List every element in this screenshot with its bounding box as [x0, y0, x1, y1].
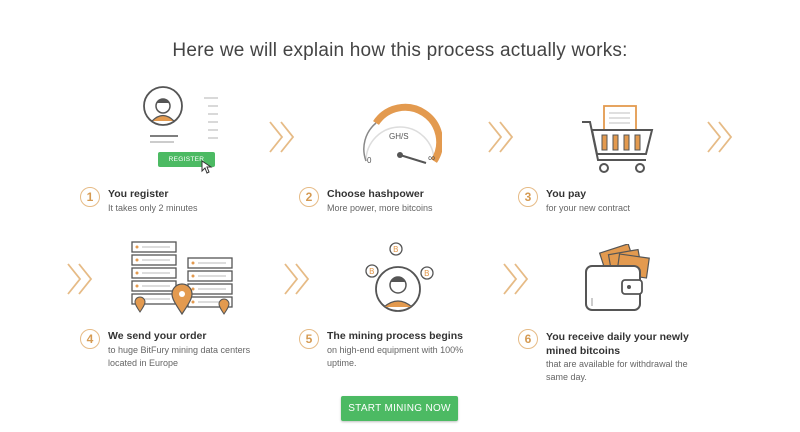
start-mining-button[interactable]: START MINING NOW: [341, 396, 458, 421]
step-title: You receive daily your newly mined bitco…: [546, 331, 689, 357]
gauge-max-label: ∞: [428, 153, 436, 164]
step-receive-bitcoins: 6 You receive daily your newly mined bit…: [518, 329, 708, 389]
step-title: Choose hashpower: [327, 188, 424, 200]
step-number: 5: [299, 329, 319, 349]
step-register: 1 You register It takes only 2 minutes: [80, 187, 270, 227]
page-title: Here we will explain how this process ac…: [172, 40, 628, 61]
step-number: 1: [80, 187, 100, 207]
chevron-right-icon: [284, 263, 310, 295]
step-description: for your new contract: [546, 203, 631, 213]
cursor-icon: [201, 160, 213, 174]
step-hashpower: 2 Choose hashpower More power, more bitc…: [299, 187, 489, 227]
step-description: on high-end equipment with 100% uptime.: [327, 345, 464, 368]
step-title: You pay: [546, 188, 587, 200]
svg-text:B: B: [393, 245, 399, 254]
step-number: 2: [299, 187, 319, 207]
step-mining-begins: 5 The mining process begins on high-end …: [299, 329, 489, 374]
chevron-right-icon: [503, 263, 529, 295]
register-button[interactable]: REGISTER: [158, 152, 215, 167]
chevron-right-icon: [707, 121, 733, 153]
svg-text:B: B: [424, 269, 430, 278]
step-pay: 3 You pay for your new contract: [518, 187, 708, 227]
step-number: 6: [518, 329, 538, 349]
svg-text:B: B: [369, 267, 375, 276]
step-title: We send your order: [108, 330, 207, 342]
shopping-cart-icon: [582, 105, 654, 173]
hashpower-gauge-icon: [363, 103, 442, 164]
step-description: It takes only 2 minutes: [108, 203, 198, 213]
register-profile-icon: [143, 86, 218, 143]
gauge-unit-label: GH/S: [389, 132, 409, 141]
step-description: to huge BitFury mining data centers loca…: [108, 345, 251, 368]
chevron-right-icon: [269, 121, 295, 153]
gauge-min-label: 0: [367, 156, 372, 165]
step-description: More power, more bitcoins: [327, 203, 433, 213]
step-title: The mining process begins: [327, 330, 463, 342]
step-title: You register: [108, 188, 169, 200]
chevron-right-icon: [488, 121, 514, 153]
step-send-order: 4 We send your order to huge BitFury min…: [80, 329, 260, 374]
wallet-icon: [585, 244, 650, 311]
miner-bitcoin-icon: B B B: [365, 242, 434, 312]
step-number: 3: [518, 187, 538, 207]
chevron-right-icon: [67, 263, 93, 295]
step-description: that are available for withdrawal the sa…: [546, 359, 688, 382]
data-center-servers-icon: [131, 241, 233, 316]
step-number: 4: [80, 329, 100, 349]
